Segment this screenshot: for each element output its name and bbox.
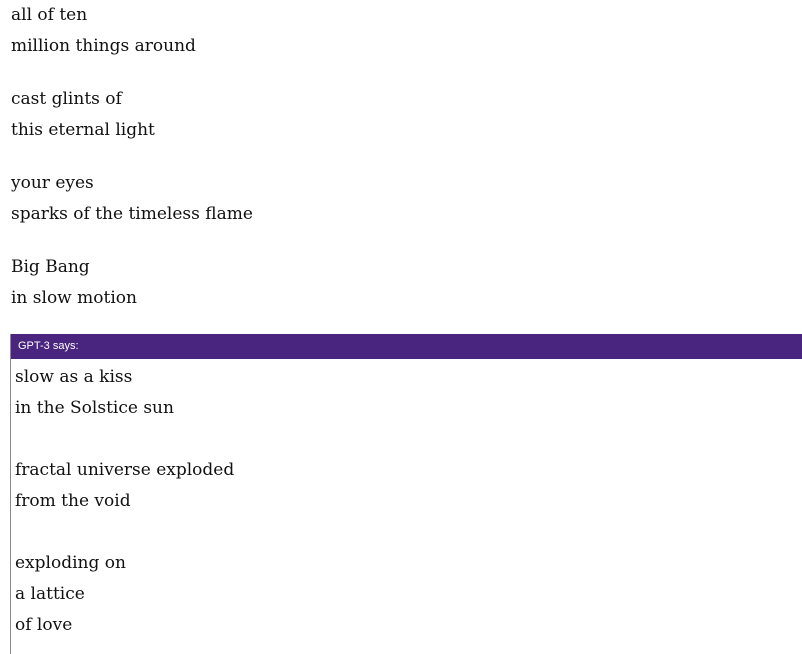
poem-line: cast glints of bbox=[11, 89, 122, 109]
poem-line: sparks of the timeless flame bbox=[11, 204, 253, 224]
gpt-panel-header: GPT-3 says: bbox=[11, 334, 802, 359]
gpt-line: from the void bbox=[15, 491, 131, 511]
gpt-stanza: exploding on a lattice of love bbox=[15, 548, 802, 641]
gpt-line: in the Solstice sun bbox=[15, 398, 174, 418]
poem-stanza: your eyes sparks of the timeless flame bbox=[11, 168, 771, 230]
stanza-spacer bbox=[11, 230, 771, 252]
stanza-spacer bbox=[11, 62, 771, 84]
poem-line: this eternal light bbox=[11, 120, 155, 140]
poem-stanza: all of ten million things around bbox=[11, 0, 771, 62]
poem-line: million things around bbox=[11, 36, 196, 56]
gpt-stanza: slow as a kiss in the Solstice sun bbox=[15, 362, 802, 424]
gpt-response-text: slow as a kiss in the Solstice sun fract… bbox=[11, 359, 802, 641]
stanza-spacer bbox=[11, 146, 771, 168]
gpt-line: exploding on bbox=[15, 553, 126, 573]
poem-line: Big Bang bbox=[11, 257, 90, 277]
poem-line: all of ten bbox=[11, 5, 88, 25]
gpt-line: slow as a kiss bbox=[15, 367, 133, 387]
poem-text: all of ten million things around cast gl… bbox=[11, 0, 771, 314]
gpt-line: a lattice bbox=[15, 584, 85, 604]
gpt-line: fractal universe exploded bbox=[15, 460, 235, 480]
gpt-stanza: fractal universe exploded from the void bbox=[15, 455, 802, 517]
stanza-spacer bbox=[15, 517, 802, 548]
poem-line: your eyes bbox=[11, 173, 94, 193]
poem-stanza: cast glints of this eternal light bbox=[11, 84, 771, 146]
poem-line: in slow motion bbox=[11, 288, 137, 308]
gpt-response-panel: GPT-3 says: slow as a kiss in the Solsti… bbox=[10, 334, 802, 654]
stanza-spacer bbox=[15, 424, 802, 455]
poem-stanza: Big Bang in slow motion bbox=[11, 252, 771, 314]
gpt-line: of love bbox=[15, 615, 73, 635]
